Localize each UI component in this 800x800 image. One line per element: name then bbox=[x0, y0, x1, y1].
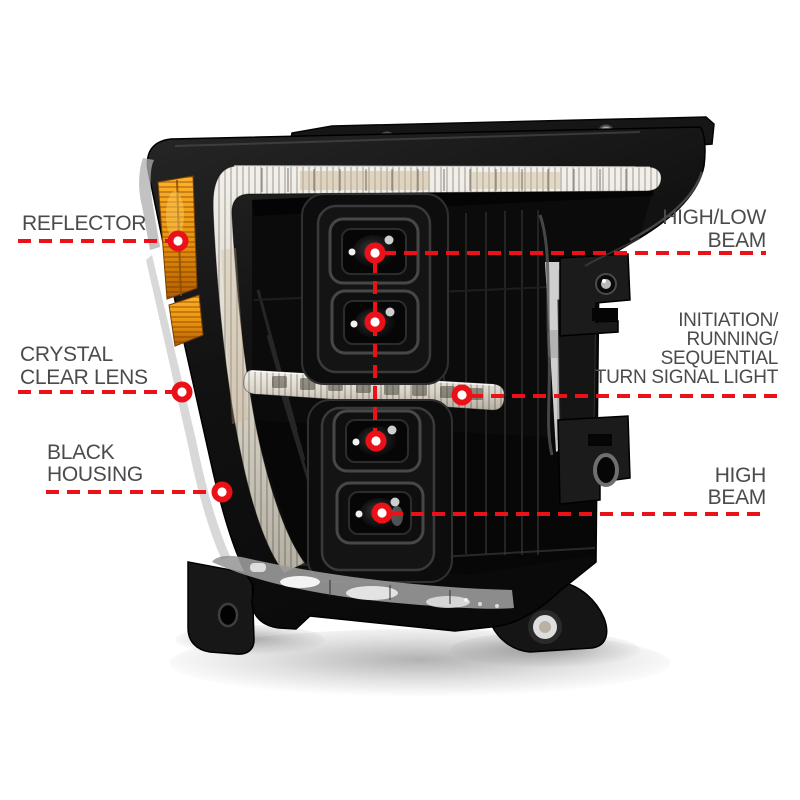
label-high-low-beam: HIGH/LOW BEAM bbox=[662, 206, 766, 252]
bracket-oval-hole bbox=[593, 453, 619, 487]
upper-bracket bbox=[559, 253, 631, 337]
label-line: REFLECTOR bbox=[22, 212, 147, 235]
label-line: SEQUENTIAL bbox=[660, 348, 779, 369]
callout-marker-reflector bbox=[167, 230, 189, 252]
label-reflector: REFLECTOR bbox=[22, 212, 146, 235]
drl-light-bar bbox=[212, 165, 662, 574]
callout-marker-high-low-beam-3 bbox=[365, 430, 387, 452]
bottom-lens-strip bbox=[212, 555, 514, 609]
callout-marker-high-low-beam-2 bbox=[364, 311, 386, 333]
label-line: TURN SIGNAL LIGHT bbox=[594, 367, 778, 388]
label-line: CLEAR LENS bbox=[20, 366, 148, 389]
label-line: HIGH bbox=[714, 464, 767, 487]
callout-marker-high-low-beam-1 bbox=[364, 242, 386, 264]
callout-marker-crystal-clear-lens bbox=[171, 381, 193, 403]
label-line: HIGH/LOW bbox=[662, 206, 766, 229]
label-line: BLACK bbox=[47, 441, 115, 464]
projector-cluster-lower bbox=[307, 399, 453, 583]
label-line: BEAM bbox=[707, 486, 767, 509]
label-crystal-clear-lens: CRYSTAL CLEAR LENS bbox=[20, 343, 148, 389]
label-high-beam: HIGH BEAM bbox=[707, 464, 767, 509]
callout-marker-high-beam bbox=[371, 502, 393, 524]
callout-markers bbox=[167, 230, 473, 524]
label-black-housing: BLACK HOUSING bbox=[47, 442, 143, 486]
label-line: HOUSING bbox=[47, 463, 143, 486]
label-line: INITIATION/ bbox=[678, 310, 778, 331]
label-line: RUNNING/ bbox=[686, 329, 778, 350]
label-turn-signal-light: INITIATION/ RUNNING/ SEQUENTIAL TURN SIG… bbox=[595, 311, 778, 387]
callout-lines bbox=[18, 239, 778, 516]
label-line: CRYSTAL bbox=[20, 343, 113, 366]
lens-edge-highlights bbox=[139, 131, 704, 560]
mounting-feet bbox=[187, 561, 608, 655]
lower-bracket bbox=[557, 415, 631, 505]
left-foot-hole bbox=[217, 602, 239, 628]
callout-marker-black-housing bbox=[211, 481, 233, 503]
right-foot-grommet bbox=[528, 610, 562, 644]
label-line: BEAM bbox=[707, 229, 767, 252]
callout-marker-turn-signal bbox=[451, 384, 473, 406]
